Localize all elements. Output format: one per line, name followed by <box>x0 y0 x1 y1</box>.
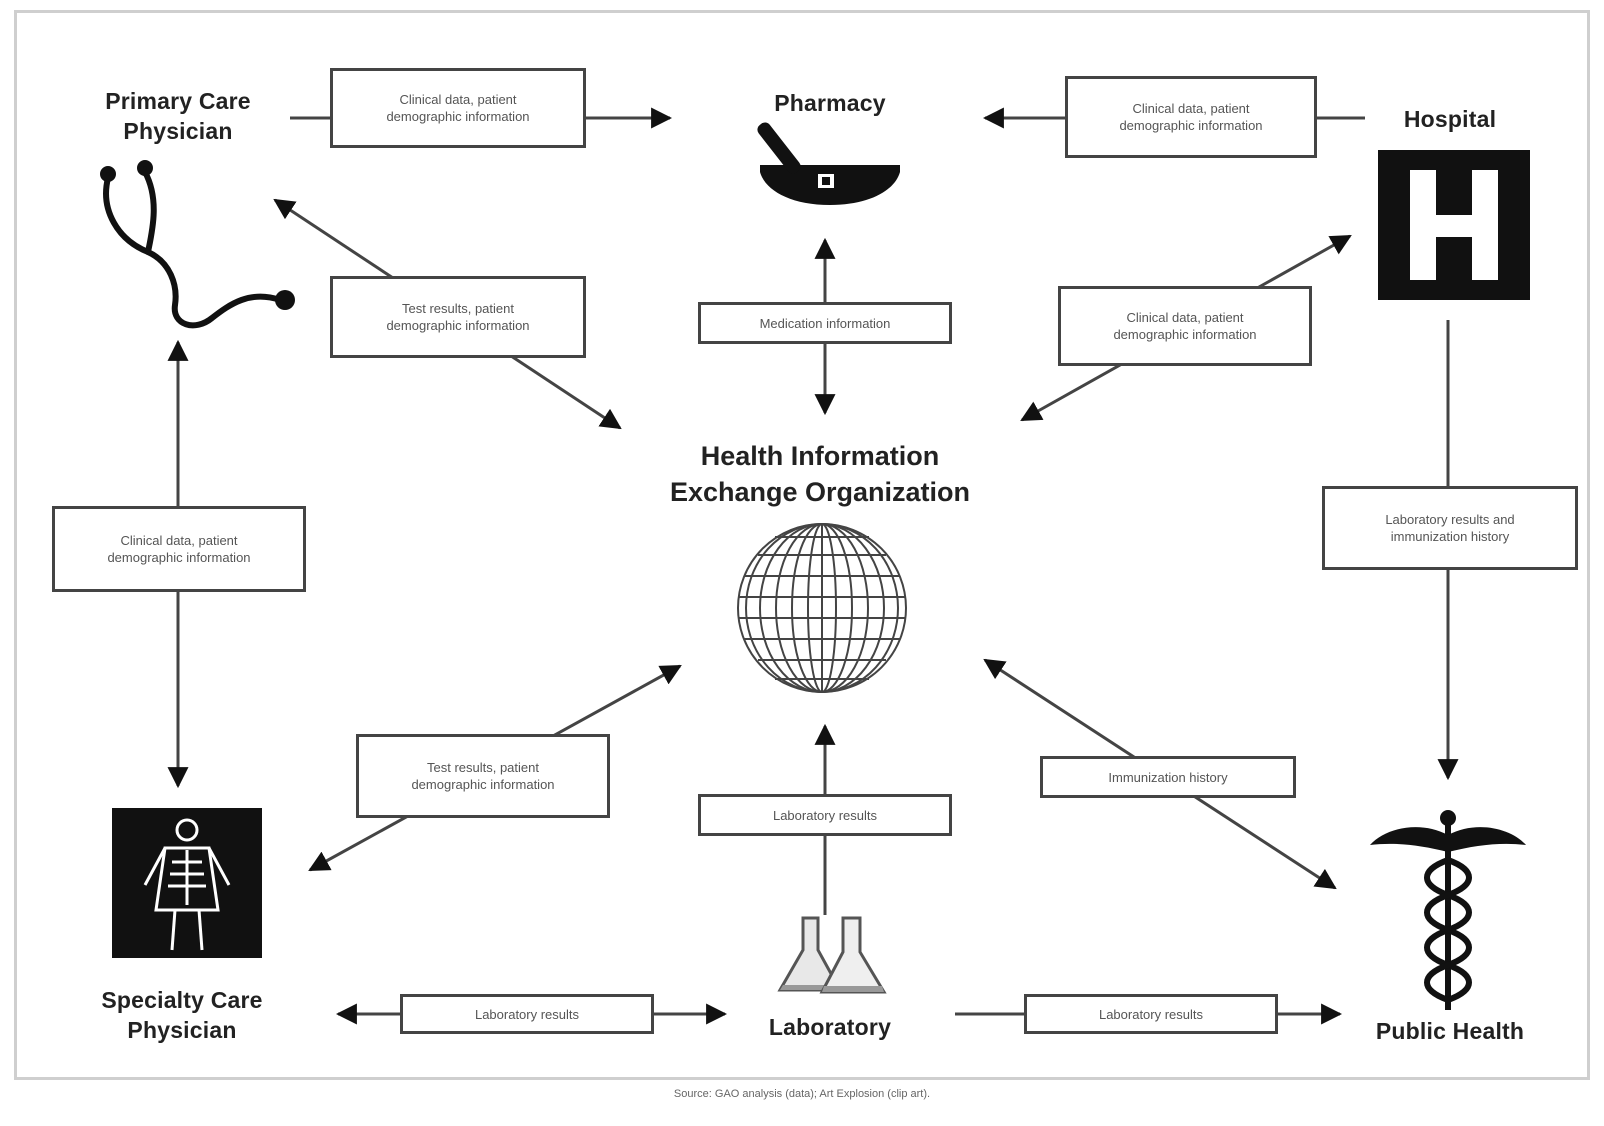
edge-label-public-hub: Immunization history <box>1040 756 1296 798</box>
x-ray-person-icon <box>112 808 262 958</box>
edge-label-specialty-hub: Test results, patient demographic inform… <box>356 734 610 818</box>
node-hospital: Hospital <box>1403 106 1497 132</box>
edge-label-pcp-hub: Test results, patient demographic inform… <box>330 276 586 358</box>
edge-label-specialty-lab: Laboratory results <box>400 994 654 1034</box>
edge-label-hospital-public: Laboratory results and immunization hist… <box>1322 486 1578 570</box>
node-public-health: Public Health <box>1375 1018 1525 1044</box>
node-health-information-exchange: Health Information Exchange Organization <box>669 441 971 507</box>
stethoscope-icon <box>100 160 295 329</box>
node-primary-care-physician: Primary Care Physician <box>105 88 251 144</box>
edge-label-pcp-specialty: Clinical data, patient demographic infor… <box>52 506 306 592</box>
node-laboratory: Laboratory <box>768 1014 892 1040</box>
flask-icon <box>777 916 887 994</box>
hospital-h-icon <box>1378 150 1530 300</box>
edge-label-hospital-hub: Clinical data, patient demographic infor… <box>1058 286 1312 366</box>
globe-icon <box>737 523 907 693</box>
node-specialty-care-physician: Specialty Care Physician <box>101 987 263 1043</box>
edge-label-pharmacy-hub: Medication information <box>698 302 952 344</box>
caduceus-icon <box>1370 810 1526 1010</box>
edge-label-pcp-pharmacy: Clinical data, patient demographic infor… <box>330 68 586 148</box>
source-note: Source: GAO analysis (data); Art Explosi… <box>673 1088 931 1100</box>
mortar-pestle-icon <box>757 122 900 205</box>
edge-label-hospital-pharmacy: Clinical data, patient demographic infor… <box>1065 76 1317 158</box>
edge-label-lab-hub: Laboratory results <box>698 794 952 836</box>
node-pharmacy: Pharmacy <box>774 90 886 116</box>
edge-label-lab-public: Laboratory results <box>1024 994 1278 1034</box>
